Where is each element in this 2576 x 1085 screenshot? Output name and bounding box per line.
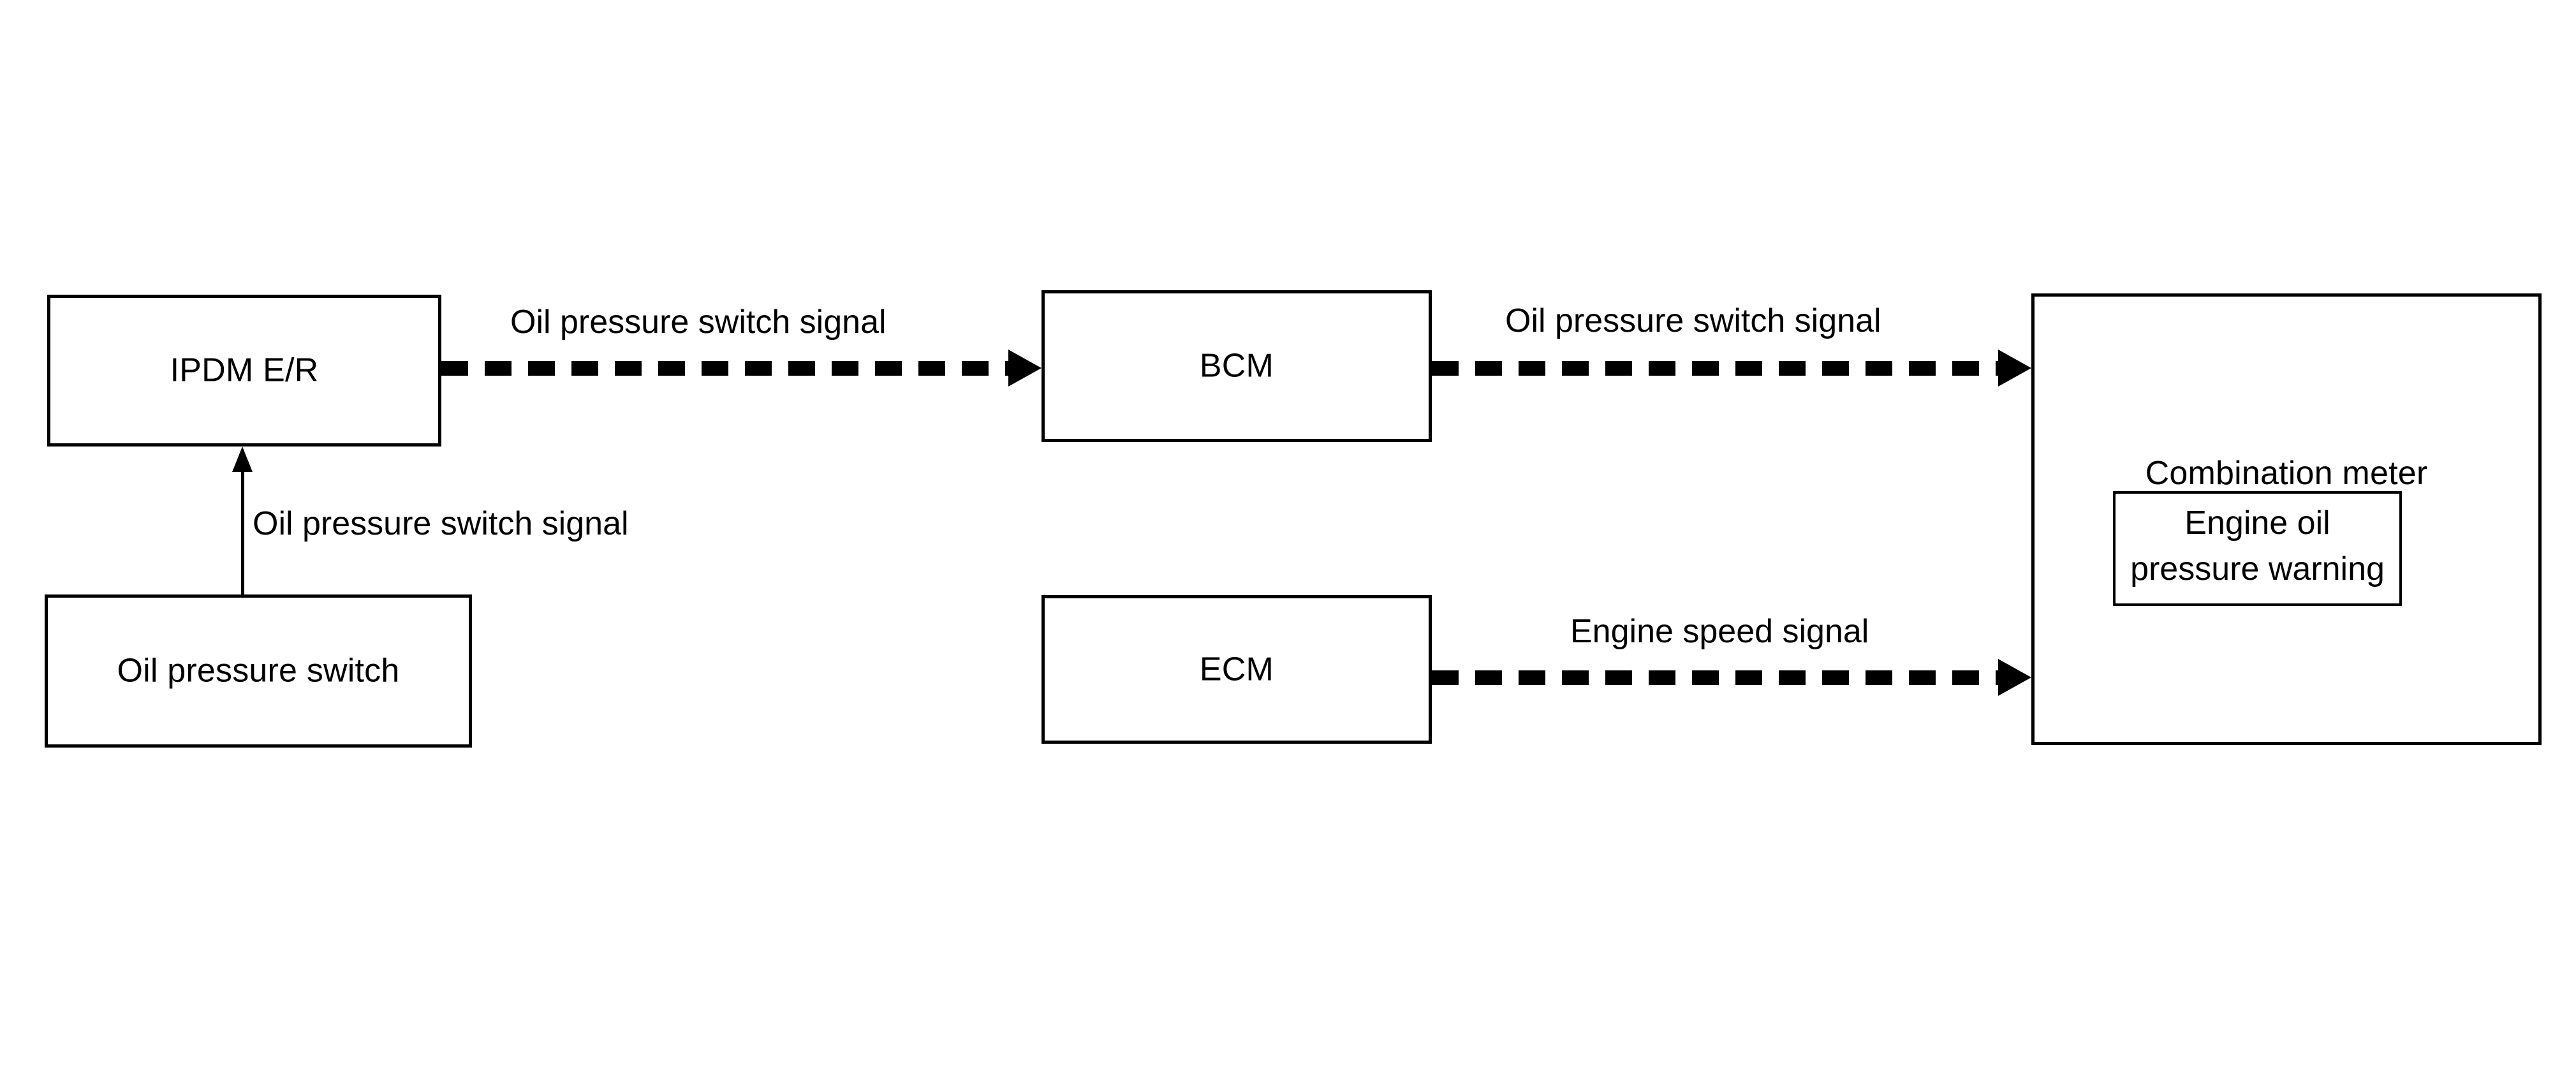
- edge-ecm-to-meter-can-line: [1432, 670, 1998, 685]
- edge-switch-to-ipdm-line: [241, 472, 244, 596]
- legend: : CAN communication line: [0, 931, 765, 1021]
- edge-switch-to-ipdm-label: Oil pressure switch signal: [253, 505, 629, 542]
- edge-bcm-to-meter-can-line: [1432, 361, 1998, 376]
- node-oil-pressure-switch-label: Oil pressure switch: [117, 652, 400, 690]
- warning-box-line-2: pressure warning: [2130, 550, 2385, 587]
- edge-switch-to-ipdm-arrowhead: [232, 447, 253, 472]
- node-ecm[interactable]: ECM: [1041, 595, 1432, 744]
- warning-box-line-1: Engine oil: [2184, 505, 2330, 542]
- node-ecm-label: ECM: [1199, 651, 1274, 688]
- edge-ipdm-to-bcm-label: Oil pressure switch signal: [510, 304, 887, 341]
- edge-ecm-to-meter-arrowhead: [1998, 659, 2031, 696]
- node-oil-pressure-switch[interactable]: Oil pressure switch: [45, 594, 472, 748]
- node-bcm[interactable]: BCM: [1041, 290, 1432, 442]
- node-bcm-label: BCM: [1199, 347, 1274, 385]
- node-combination-meter-label: Combination meter: [2145, 455, 2428, 492]
- node-ipdm-er[interactable]: IPDM E/R: [47, 295, 441, 447]
- edge-bcm-to-meter-arrowhead: [1998, 350, 2031, 387]
- edge-ipdm-to-bcm-can-line: [441, 361, 1008, 376]
- edge-bcm-to-meter-label: Oil pressure switch signal: [1505, 302, 1881, 339]
- edge-ipdm-to-bcm-arrowhead: [1008, 350, 1041, 387]
- combination-meter-warning-box[interactable]: Engine oil pressure warning: [2113, 491, 2402, 606]
- node-combination-meter[interactable]: Combination meter Engine oil pressure wa…: [2031, 293, 2542, 745]
- edge-ecm-to-meter-label: Engine speed signal: [1570, 613, 1869, 650]
- node-ipdm-er-label: IPDM E/R: [170, 351, 319, 389]
